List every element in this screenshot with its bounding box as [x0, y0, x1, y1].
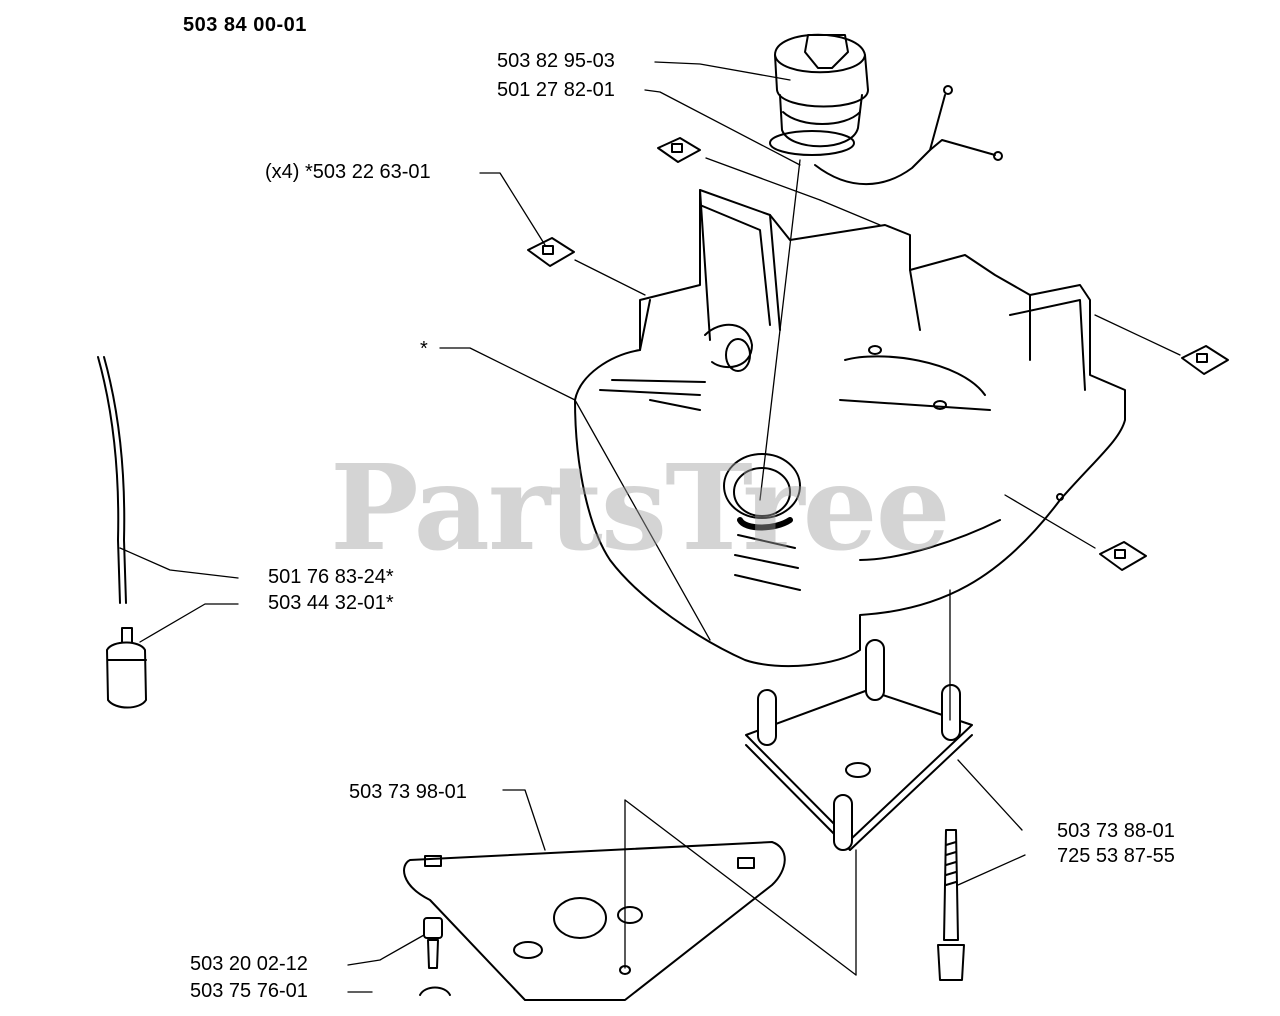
fuel-tank-housing-part[interactable] [574, 189, 1126, 668]
bottom-plate-part[interactable] [403, 841, 786, 1001]
callout-label[interactable]: 503 75 76-01 [190, 980, 308, 1002]
clip-part-2[interactable] [527, 237, 575, 267]
fuel-filter-part[interactable] [106, 627, 147, 709]
callout-label[interactable]: 503 73 88-01 [1057, 820, 1175, 842]
callout-label[interactable]: (x4) *503 22 63-01 [265, 161, 431, 183]
callout-label[interactable]: 725 53 87-55 [1057, 845, 1175, 867]
washer-part[interactable] [419, 986, 451, 996]
bolt-part[interactable] [937, 829, 965, 981]
callout-label[interactable]: 503 73 98-01 [349, 781, 467, 803]
screw-part[interactable] [423, 917, 443, 969]
clip-part-3[interactable] [1181, 345, 1229, 375]
mounting-plate-part[interactable] [745, 639, 973, 851]
callout-label[interactable]: 503 82 95-03 [497, 50, 615, 72]
callout-label[interactable]: 503 20 02-12 [190, 953, 308, 975]
diagram-title: 503 84 00-01 [183, 14, 307, 36]
callout-label[interactable]: * [420, 338, 428, 360]
callout-label[interactable]: 503 44 32-01* [268, 592, 394, 614]
clip-part-1[interactable] [657, 137, 701, 163]
fuel-hose-part[interactable] [97, 356, 127, 604]
clip-part-4[interactable] [1099, 541, 1147, 571]
cap-strap-part[interactable] [814, 85, 1003, 186]
callout-label[interactable]: 501 27 82-01 [497, 79, 615, 101]
callout-label[interactable]: 501 76 83-24* [268, 566, 394, 588]
fuel-cap-part[interactable] [769, 33, 869, 156]
